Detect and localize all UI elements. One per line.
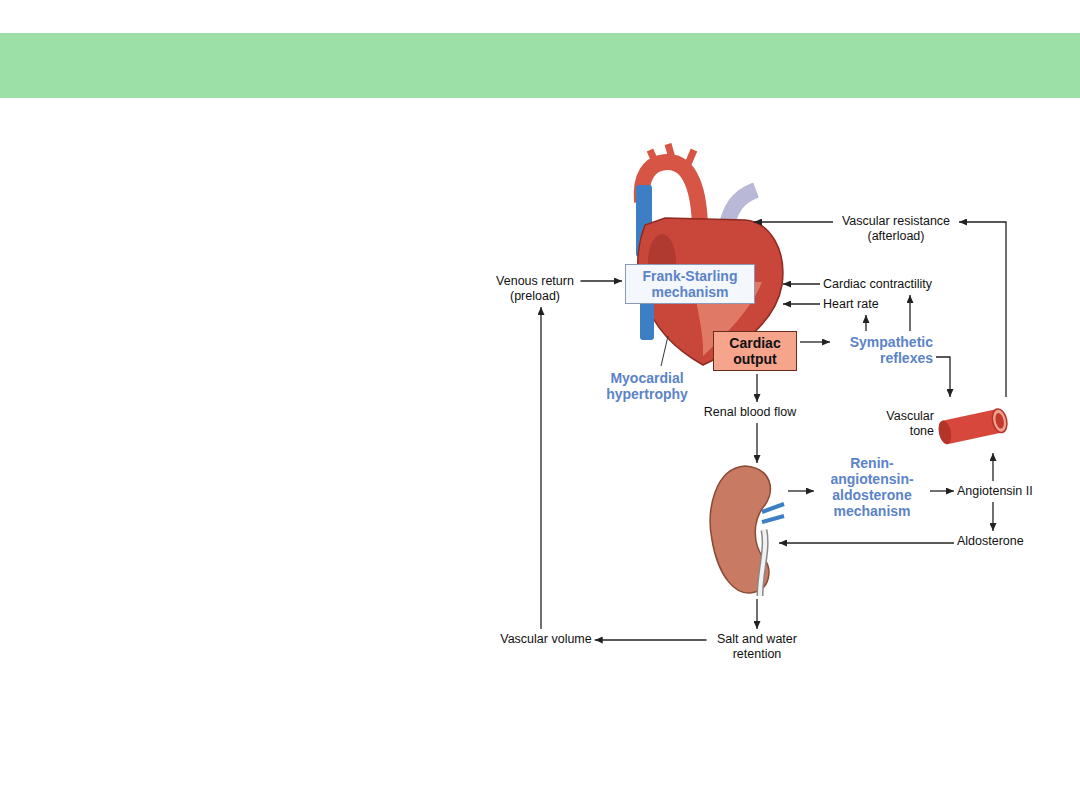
flow-label: Angiotensin II bbox=[957, 484, 1033, 499]
node-text: Heart rate bbox=[823, 297, 879, 312]
illustration-arrow bbox=[783, 303, 820, 304]
leader-line bbox=[661, 336, 668, 366]
flow-label: Salt and water retention bbox=[710, 632, 805, 662]
vessel-end bbox=[937, 419, 954, 445]
illustration-arrow bbox=[754, 221, 833, 222]
vessel-lumen bbox=[994, 412, 1005, 429]
flow-arrow bbox=[581, 280, 623, 281]
header-band bbox=[0, 33, 1080, 98]
flow-arrow bbox=[909, 295, 910, 331]
flow-arrow bbox=[959, 222, 1006, 397]
illustration-arrow bbox=[756, 423, 757, 463]
ureter bbox=[760, 530, 765, 596]
flow-label: Vascular volume bbox=[500, 632, 591, 647]
node-text: Renin- angiotensin- aldosterone mechanis… bbox=[817, 455, 927, 519]
illustration-arrow bbox=[783, 283, 820, 284]
flow-arrow bbox=[992, 502, 993, 531]
node-text: Sympathetic reflexes bbox=[833, 334, 933, 366]
flow-label: Heart rate bbox=[823, 297, 879, 312]
mechanism-label: Renin- angiotensin- aldosterone mechanis… bbox=[817, 455, 927, 519]
flow-label: Venous return (preload) bbox=[493, 274, 578, 304]
node-text: Aldosterone bbox=[957, 534, 1024, 549]
process-box: Frank-Starling mechanism bbox=[625, 264, 755, 304]
node-text: Vascular tone bbox=[878, 409, 934, 439]
node-text: Vascular resistance (afterload) bbox=[836, 214, 956, 244]
node-text: Venous return (preload) bbox=[493, 274, 578, 304]
renal-vessels bbox=[762, 504, 784, 522]
node-text: Salt and water retention bbox=[710, 632, 805, 662]
flow-arrow bbox=[595, 639, 707, 640]
flow-arrow bbox=[865, 315, 866, 331]
flow-arrow bbox=[800, 341, 830, 342]
flow-arrow bbox=[540, 307, 541, 629]
flow-arrow bbox=[756, 374, 757, 402]
blood-vessel bbox=[936, 400, 1014, 450]
flow-label: Cardiac contractility bbox=[823, 277, 932, 292]
flow-label: Aldosterone bbox=[957, 534, 1024, 549]
ureter-outline bbox=[760, 530, 765, 596]
node-text: Renal blood flow bbox=[704, 405, 796, 420]
annotation-label: Myocardial hypertrophy bbox=[590, 370, 705, 402]
flow-arrow bbox=[936, 357, 950, 397]
vessel-opening bbox=[990, 408, 1009, 434]
inferior-vena-cava bbox=[640, 300, 654, 340]
blood-vessel bbox=[937, 408, 1009, 446]
process-box: Cardiac output bbox=[713, 331, 797, 371]
node-text: Cardiac output bbox=[724, 335, 786, 367]
flow-label: Renal blood flow bbox=[704, 405, 796, 420]
vessel-node: Vascular tone bbox=[878, 400, 1014, 450]
kidney-illustration bbox=[710, 466, 784, 596]
flow-arrow bbox=[992, 453, 993, 481]
node-text: Frank-Starling mechanism bbox=[634, 268, 746, 300]
aortic-branches bbox=[650, 144, 694, 164]
mechanism-label: Sympathetic reflexes bbox=[833, 334, 933, 366]
flow-label: Vascular resistance (afterload) bbox=[836, 214, 956, 244]
node-text: Angiotensin II bbox=[957, 484, 1033, 499]
illustration-arrow bbox=[756, 599, 757, 629]
node-text: Cardiac contractility bbox=[823, 277, 932, 292]
flow-arrow bbox=[930, 490, 954, 491]
illustration-arrow bbox=[779, 542, 954, 543]
illustration-arrow bbox=[788, 490, 814, 491]
node-text: Vascular volume bbox=[500, 632, 591, 647]
